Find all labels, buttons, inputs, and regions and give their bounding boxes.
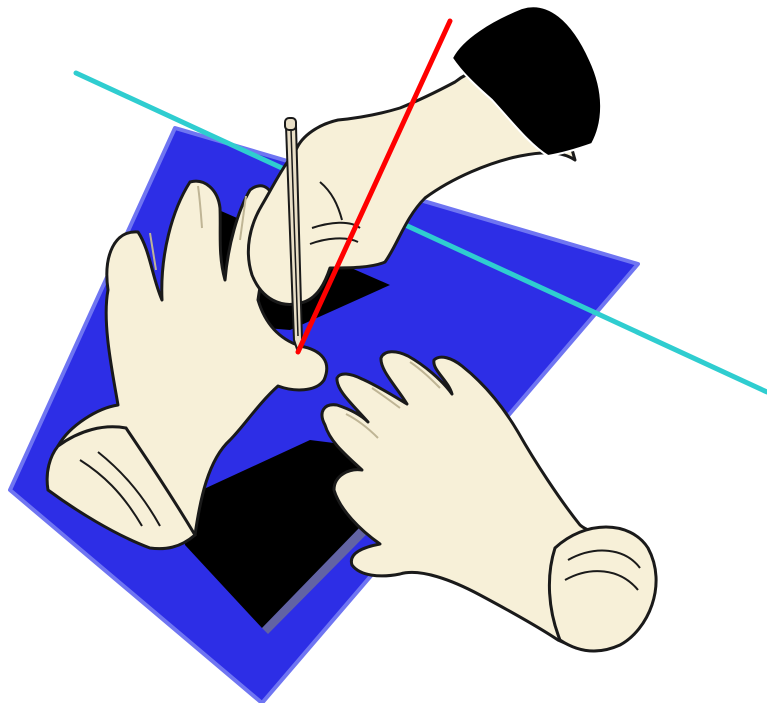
right-hand [322,352,656,651]
pencil-cap [285,118,296,130]
right-cuff [549,527,656,651]
